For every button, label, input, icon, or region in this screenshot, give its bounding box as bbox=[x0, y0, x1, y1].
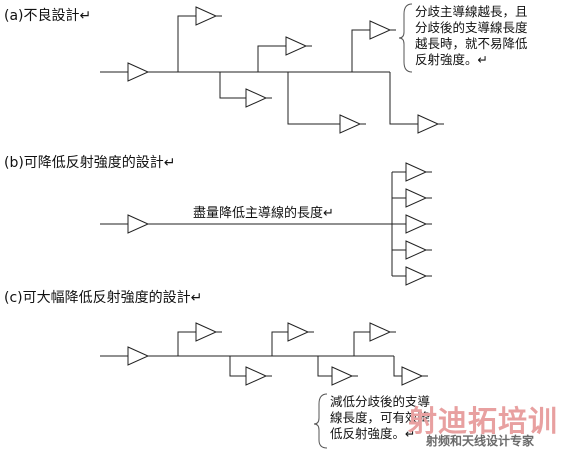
a-branch-1 bbox=[177, 15, 196, 72]
section-b-note: 盡量降低主導線的長度↵ bbox=[193, 206, 334, 221]
c-receiver-buffer bbox=[245, 366, 268, 386]
note-brackets bbox=[313, 3, 413, 449]
section-a-title: (a)不良設計↵ bbox=[4, 8, 92, 24]
b-receiver-buffer bbox=[405, 188, 428, 208]
bracket-a bbox=[398, 3, 413, 73]
a-branch-6 bbox=[389, 72, 418, 125]
a-receiver-buffer bbox=[417, 114, 440, 134]
a-branch-4 bbox=[287, 72, 340, 125]
bracket-c bbox=[313, 393, 328, 449]
section-c-note: 減低分歧後的支導 線長度，可有效降 低反射強度。↵ bbox=[330, 394, 431, 441]
wires bbox=[100, 15, 444, 377]
a-receiver-buffer bbox=[245, 88, 268, 108]
c-branch-3 bbox=[271, 331, 288, 356]
c-receiver-buffer bbox=[331, 366, 354, 386]
c-branch-5 bbox=[353, 331, 370, 356]
c-branch-4 bbox=[317, 356, 332, 377]
c-receiver-buffer bbox=[287, 322, 310, 342]
a-receiver-buffer bbox=[285, 36, 308, 56]
a-branch-5 bbox=[351, 29, 370, 72]
a-receiver-buffer bbox=[195, 6, 218, 26]
a-receiver-buffer bbox=[339, 114, 362, 134]
b-receiver-buffer bbox=[405, 214, 428, 234]
a-branch-3 bbox=[257, 45, 286, 72]
b-driver-buffer bbox=[127, 214, 150, 234]
c-receiver-buffer bbox=[369, 322, 392, 342]
c-branch-1 bbox=[177, 331, 196, 356]
c-receiver-buffer bbox=[401, 366, 424, 386]
c-driver-buffer bbox=[127, 346, 150, 366]
b-receiver-buffer bbox=[405, 162, 428, 182]
a-driver-buffer bbox=[127, 62, 150, 82]
buffers bbox=[127, 6, 440, 386]
a-receiver-buffer bbox=[369, 20, 392, 40]
watermark-title: 射迪拓培训 bbox=[408, 404, 559, 438]
section-b-title: (b)可降低反射強度的設計↵ bbox=[4, 155, 176, 171]
section-a-note: 分歧主導線越長，且 分歧後的支導線長度 越長時，就不易降低 反射強度。↵ bbox=[415, 4, 528, 67]
c-branch-2 bbox=[229, 356, 246, 377]
b-receiver-buffer bbox=[405, 266, 428, 286]
a-branch-2 bbox=[219, 72, 246, 99]
b-receiver-buffer bbox=[405, 240, 428, 260]
watermark-subtitle: 射频和天线设计专家 bbox=[426, 434, 535, 448]
section-c-title: (c)可大幅降低反射強度的設計↵ bbox=[4, 290, 203, 306]
c-receiver-buffer bbox=[195, 322, 218, 342]
c-branch-6 bbox=[393, 356, 402, 377]
